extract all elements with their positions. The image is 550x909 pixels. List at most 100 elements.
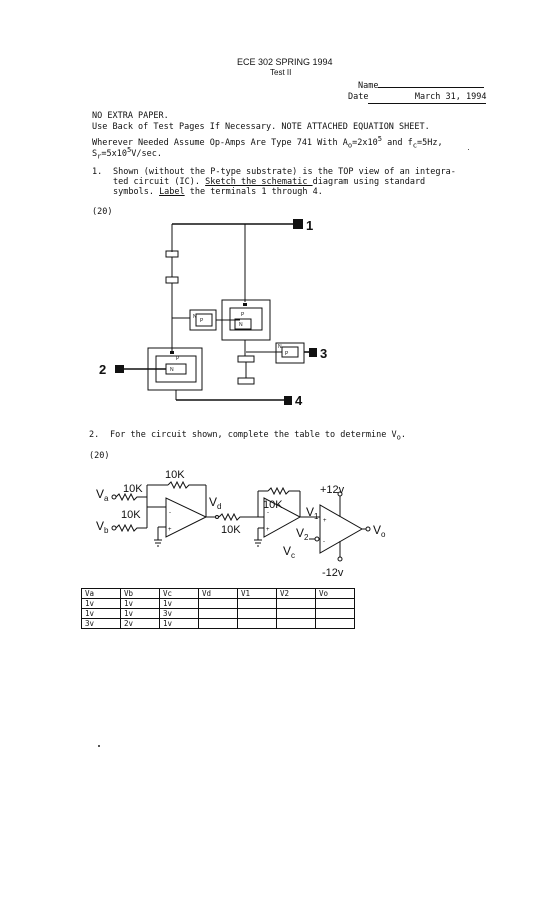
q2-text-b: . [400,430,406,440]
r-series-label: 10K [221,524,241,536]
q1-line2-a: ted circuit (IC). [113,177,206,187]
svg-text:P: P [285,351,289,357]
header-vo: Vo [315,588,355,599]
date-field[interactable]: March 31, 1994 [368,92,487,104]
terminal-2-label: 2 [99,362,106,377]
table-row: 3v 2v 1v [81,618,355,629]
terminal-3-label: 3 [320,346,327,361]
vo-main: V [373,523,381,537]
cell: 1v [81,608,121,619]
answer-cell[interactable] [315,618,355,629]
supply-neg-label: -12v [322,567,344,579]
q2-points: (20) [89,451,110,461]
answer-cell[interactable] [198,618,238,629]
table-row: 1v 1v 1v [81,598,355,609]
v1-main: V [306,505,314,519]
vc-main: V [283,544,291,558]
terminal-4-label: 4 [295,393,303,408]
svg-text:P: P [176,356,180,362]
slew-text-a: S [92,148,98,159]
scan-speck [98,745,100,747]
svg-text:N: N [278,344,282,350]
svg-text:+: + [168,527,172,533]
course-title: ECE 302 SPRING 1994 [237,57,333,67]
answer-cell[interactable] [237,618,277,629]
answer-cell[interactable] [276,618,316,629]
q1-line2-b: Sketch the schematic [205,177,313,187]
table-row: 1v 1v 3v [81,608,355,619]
r-input-a-label: 10K [123,483,143,495]
q1-line2-c: diagram using standard [312,177,426,187]
test-title: Test II [270,68,292,77]
opamp-text-a: Wherever Needed Assume Op-Amps Are Type … [92,137,348,148]
va-label: Va [96,487,109,503]
cell: 2v [120,618,160,629]
r-input-b-label: 10K [121,509,141,521]
q1-points: (20) [92,207,113,217]
answer-cell[interactable] [276,608,316,619]
q1-line1: Shown (without the P-type substrate) is … [113,167,456,177]
header-vd: Vd [198,588,238,599]
date-row: Date March 31, 1994 [348,92,487,104]
vd-sub: d [217,502,221,511]
cell: 3v [159,608,199,619]
q1-number: 1. [92,167,103,177]
q2-text-a: For the circuit shown, complete the tabl… [110,430,397,440]
slew-sub-r: r [97,151,102,161]
v2-label: V2 [296,526,309,542]
va-main: V [96,487,104,501]
r-feedback2-label: 10K [263,499,283,511]
header-vc: Vc [159,588,199,599]
vc-sub: c [291,551,295,560]
slew-text-c: V/sec. [131,148,162,159]
q2-text: For the circuit shown, complete the tabl… [110,430,406,443]
q1-line3-a: symbols. [113,187,160,197]
scan-speck [468,149,469,150]
opamp-circuit-diagram: - + - + + - 10K 10K 10K 10K 10K +12v -12… [96,469,386,579]
header-va: Va [81,588,121,599]
opamp-sup-5: 5 [377,134,382,143]
supply-pos-label: +12v [320,484,345,496]
vo-sub: o [381,530,386,539]
date-label: Date [348,92,369,102]
date-value: March 31, 1994 [414,92,487,102]
answer-cell[interactable] [237,598,277,609]
svg-text:P: P [200,318,204,324]
opamp-sub-c: c [412,140,417,150]
answer-cell[interactable] [315,598,355,609]
v1-label: V1 [306,505,319,521]
header-vb: Vb [120,588,160,599]
name-label: Name [358,81,379,91]
answer-cell[interactable] [276,598,316,609]
q1-line2: ted circuit (IC). Sketch the schematic d… [113,177,425,188]
answer-cell[interactable] [198,598,238,609]
svg-text:N: N [193,314,197,320]
vd-label: Vd [209,495,221,511]
ic-top-view-diagram: P N N P N P P N 1 2 3 4 [99,218,327,408]
name-row: Name [358,81,485,92]
header-v1: V1 [237,588,277,599]
answer-cell[interactable] [198,608,238,619]
svg-text:-: - [169,510,171,516]
answer-cell[interactable] [237,608,277,619]
opamp-text-c: and f [382,137,413,148]
q1-line3-c: the terminals 1 through 4. [184,187,323,197]
opamp-text-d: =5Hz, [416,137,443,148]
instruction-opamp: Wherever Needed Assume Op-Amps Are Type … [92,133,443,151]
svg-text:+: + [266,527,270,533]
slew-text-b: =5x10 [101,148,127,159]
r-feedback1-label: 10K [165,469,185,481]
vo-label: Vo [373,523,386,539]
cell: 3v [81,618,121,629]
opamp-sub-o: o [347,140,353,150]
answer-cell[interactable] [315,608,355,619]
vc-label: Vc [283,544,295,560]
instruction-slew: Sr=5x105V/sec. [92,144,162,162]
q2-text-sub: o [396,432,401,442]
cell: 1v [81,598,121,609]
cell: 1v [120,608,160,619]
vd-main: V [209,495,217,509]
name-field[interactable] [378,87,485,88]
instruction-no-paper: NO EXTRA PAPER. [92,111,169,121]
header-v2: V2 [276,588,316,599]
